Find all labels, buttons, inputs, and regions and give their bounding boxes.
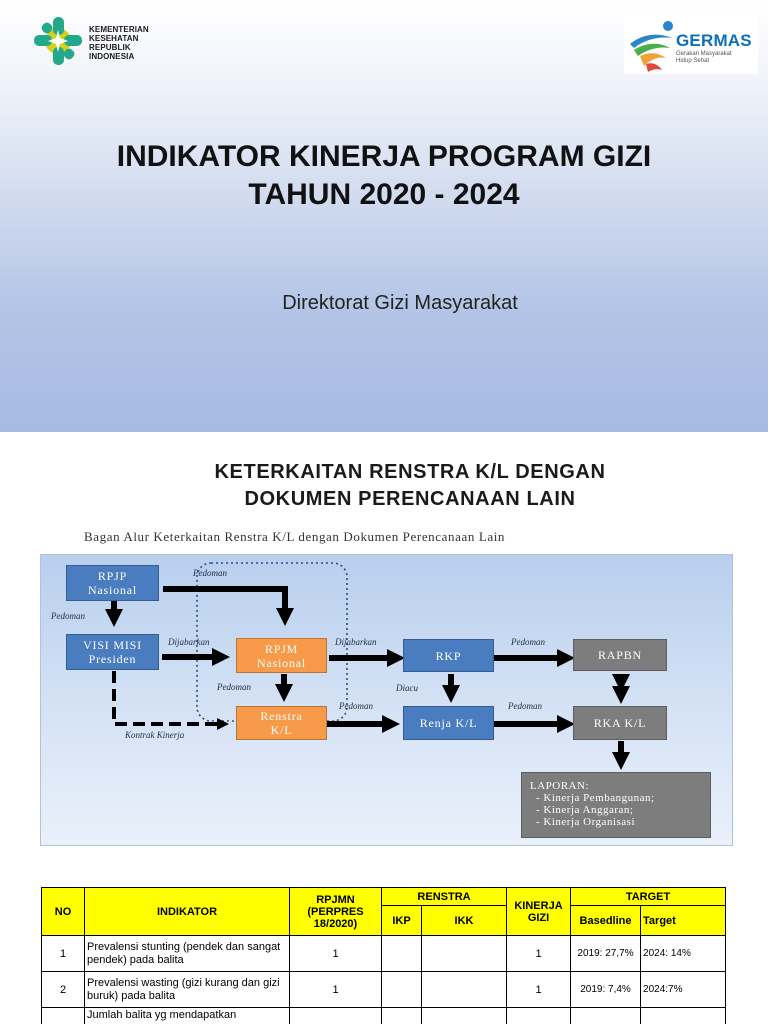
- header-ikk: IKK: [420, 905, 508, 936]
- cell-indikator: Prevalensi wasting (gizi kurang dan gizi…: [84, 971, 290, 1008]
- arrow-visi-renstra-dashed: [112, 671, 229, 730]
- kemenkes-line: INDONESIA: [89, 52, 135, 61]
- node-visi-line: VISI MISI: [83, 638, 142, 652]
- laporan-item: - Kinerja Organisasi: [536, 816, 635, 828]
- header-kinerja-gizi: KINERJA GIZI: [506, 887, 572, 936]
- slide-title-line: TAHUN 2020 - 2024: [248, 178, 520, 211]
- node-renja-kl: Renja K/L: [403, 706, 494, 740]
- cell-kinerja: 1: [506, 971, 572, 1008]
- cell-no: 2: [41, 971, 85, 1008]
- slide2-title: KETERKAITAN RENSTRA K/L DENGAN DOKUMEN P…: [0, 459, 768, 513]
- title-slide: KEMENTERIAN KESEHATAN REPUBLIK INDONESIA…: [0, 0, 768, 432]
- table-subheader-row: IKP IKK Basedline Target: [42, 905, 727, 936]
- node-renstra-kl: Renstra K/L: [236, 706, 327, 740]
- cell-ikp: [381, 1007, 422, 1024]
- edge-label-kontrak-kinerja: Kontrak Kinerja: [125, 730, 185, 740]
- slide2-title-line: KETERKAITAN RENSTRA K/L DENGAN: [214, 461, 606, 483]
- laporan-item: - Kinerja Pembangunan;: [536, 792, 655, 804]
- planning-flow-diagram: RPJP Nasional VISI MISI Presiden RPJM Na…: [40, 554, 733, 846]
- cell-rpjmn: 1: [289, 971, 382, 1008]
- edge-label-diacu: Diacu: [396, 683, 418, 693]
- slide-subtitle: Direktorat Gizi Masyarakat: [282, 292, 518, 314]
- table-header-row: NO INDIKATOR RPJMN (PERPRES 18/2020) REN…: [41, 887, 727, 936]
- laporan-item: - Kinerja Anggaran;: [536, 804, 634, 816]
- cell-ikp: [381, 935, 422, 972]
- header-no: NO: [41, 887, 85, 936]
- cell-baseline: [570, 1007, 642, 1024]
- node-renstra-line: K/L: [270, 723, 293, 737]
- edge-label-pedoman: Pedoman: [339, 701, 373, 711]
- table-row: Jumlah balita yg mendapatkan: [41, 1007, 727, 1024]
- cell-no: [41, 1007, 85, 1024]
- kemenkes-line: KESEHATAN: [89, 34, 139, 43]
- node-rapbn: RAPBN: [573, 639, 667, 671]
- header-target: TARGET: [570, 887, 727, 906]
- cell-target: 2024: 14%: [640, 935, 727, 972]
- cell-baseline: 2019: 27,7%: [570, 935, 642, 972]
- edge-label-pedoman: Pedoman: [51, 611, 85, 621]
- diagram-slide: KETERKAITAN RENSTRA K/L DENGAN DOKUMEN P…: [0, 432, 768, 1024]
- node-rkp: RKP: [403, 639, 494, 672]
- edge-label-dijabarkan: Dijabarkan: [335, 637, 377, 647]
- kemenkes-name: KEMENTERIAN KESEHATAN REPUBLIK INDONESIA: [89, 25, 149, 61]
- germas-subtitle-line: Gerakan Masyarakat: [676, 51, 732, 57]
- cell-indikator: Jumlah balita yg mendapatkan: [84, 1007, 290, 1024]
- slide-title-line: INDIKATOR KINERJA PROGRAM GIZI: [116, 140, 652, 173]
- node-visi-line: Presiden: [88, 652, 137, 666]
- cell-ikk: [420, 935, 508, 972]
- arrow-rpjp-rpjm: [163, 586, 294, 626]
- cell-kinerja: [506, 1007, 572, 1024]
- node-rpjm-nasional: RPJM Nasional: [236, 638, 327, 673]
- slide2-title-line: DOKUMEN PERENCANAAN LAIN: [244, 488, 576, 510]
- cell-ikk: [420, 1007, 508, 1024]
- header-target-value: Target: [640, 905, 727, 936]
- cell-indikator: Prevalensi stunting (pendek dan sangat p…: [84, 935, 290, 972]
- edge-label-pedoman: Pedoman: [193, 568, 227, 578]
- cell-kinerja: 1: [506, 935, 572, 972]
- slide-title: INDIKATOR KINERJA PROGRAM GIZI TAHUN 202…: [0, 138, 768, 214]
- cell-rpjmn: 1: [289, 935, 382, 972]
- germas-subtitle: Gerakan Masyarakat Hidup Sehat: [676, 51, 732, 65]
- node-rpjm-line: Nasional: [256, 655, 307, 670]
- node-renstra-line: Renstra: [260, 709, 303, 723]
- edge-label-pedoman: Pedoman: [217, 682, 251, 692]
- flow-arrows: [105, 562, 630, 770]
- cell-baseline: 2019: 7,4%: [570, 971, 642, 1008]
- header-rpjmn: RPJMN (PERPRES 18/2020): [289, 887, 382, 936]
- cell-ikp: [381, 971, 422, 1008]
- germas-swoosh-icon: [630, 21, 673, 72]
- header-indikator: INDIKATOR: [84, 887, 290, 936]
- node-rpjm-line: RPJM: [264, 641, 299, 656]
- node-rpjp-line: RPJP: [97, 569, 128, 583]
- indicator-table: NO INDIKATOR RPJMN (PERPRES 18/2020) REN…: [41, 887, 727, 1024]
- diagram-caption: Bagan Alur Keterkaitan Renstra K/L denga…: [84, 529, 506, 544]
- node-rka-kl: RKA K/L: [573, 706, 667, 740]
- laporan-title: LAPORAN:: [530, 780, 590, 792]
- cell-no: 1: [41, 935, 85, 972]
- cell-rpjmn: [289, 1007, 382, 1024]
- edge-label-pedoman: Pedoman: [508, 701, 542, 711]
- kemenkes-line: KEMENTERIAN: [89, 25, 149, 34]
- cell-target: 2024:7%: [640, 971, 727, 1008]
- kemenkes-logo-icon: [34, 17, 82, 65]
- node-rpjp-line: Nasional: [87, 583, 138, 597]
- header-baseline: Basedline: [570, 905, 642, 936]
- header-renstra: RENSTRA: [380, 887, 508, 906]
- table-row: 2 Prevalensi wasting (gizi kurang dan gi…: [41, 971, 727, 1008]
- node-visi-misi-presiden: VISI MISI Presiden: [66, 634, 159, 670]
- laporan-box: LAPORAN: - Kinerja Pembangunan; - Kinerj…: [521, 772, 711, 838]
- table-row: 1 Prevalensi stunting (pendek dan sangat…: [41, 935, 727, 972]
- germas-subtitle-line: Hidup Sehat: [676, 58, 710, 64]
- header-ikp: IKP: [381, 905, 422, 936]
- germas-logo: GERMAS Gerakan Masyarakat Hidup Sehat: [624, 12, 758, 74]
- edge-label-dijabarkan: Dijabarkan: [168, 637, 210, 647]
- kemenkes-line: REPUBLIK: [89, 43, 131, 52]
- cell-ikk: [420, 971, 508, 1008]
- cell-target: [640, 1007, 727, 1024]
- node-rpjp-nasional: RPJP Nasional: [66, 565, 159, 601]
- germas-title: GERMAS: [676, 31, 752, 50]
- edge-label-pedoman: Pedoman: [511, 637, 545, 647]
